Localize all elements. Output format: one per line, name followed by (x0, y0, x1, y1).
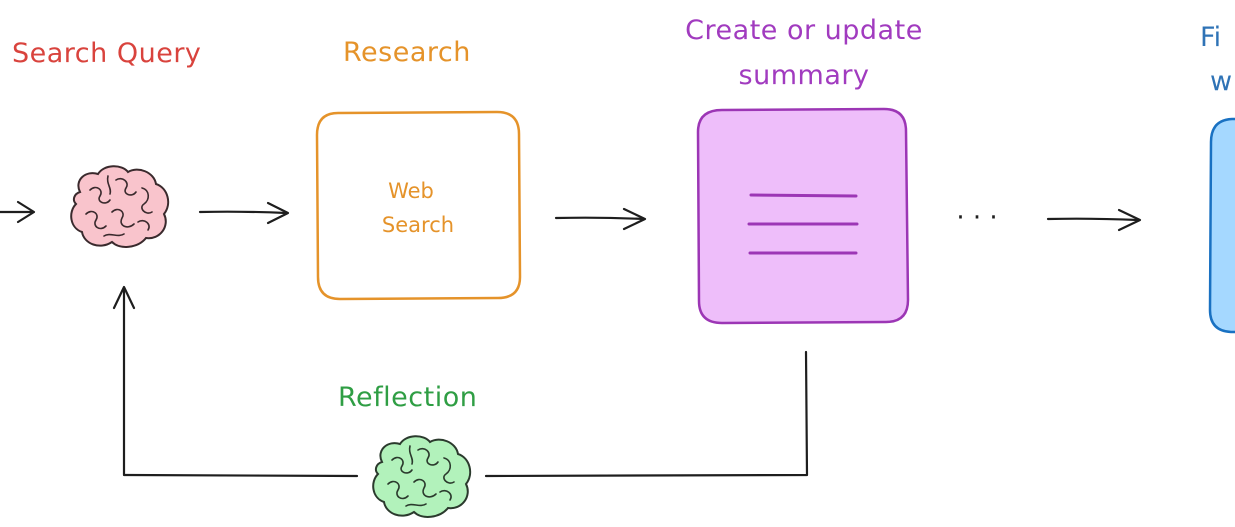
final-label-line2: w (1210, 66, 1232, 97)
arrow-to-final (1046, 208, 1142, 232)
web-search-box: Web Search (315, 110, 522, 301)
arrow-query-to-research (198, 201, 290, 225)
reflection-loop-arrow (112, 285, 809, 478)
search-query-label: Search Query (12, 38, 201, 69)
reflection-label: Reflection (338, 382, 477, 413)
web-search-label-line1: Web (388, 179, 434, 203)
create-update-label-line1: Create or update (685, 15, 923, 46)
research-label: Research (343, 37, 471, 68)
final-label-line1: Fi (1200, 22, 1221, 53)
arrow-research-to-summary (554, 207, 647, 231)
query-brain-icon (70, 165, 170, 248)
document-lines-icon (747, 193, 859, 255)
final-box (1208, 117, 1235, 334)
reflection-brain-icon (372, 435, 472, 518)
continuation-ellipsis: · · · (956, 203, 997, 233)
web-search-label-line2: Search (382, 213, 454, 237)
incoming-arrow (0, 200, 36, 224)
create-update-label-line2: summary (739, 60, 870, 91)
summary-box (696, 107, 910, 325)
